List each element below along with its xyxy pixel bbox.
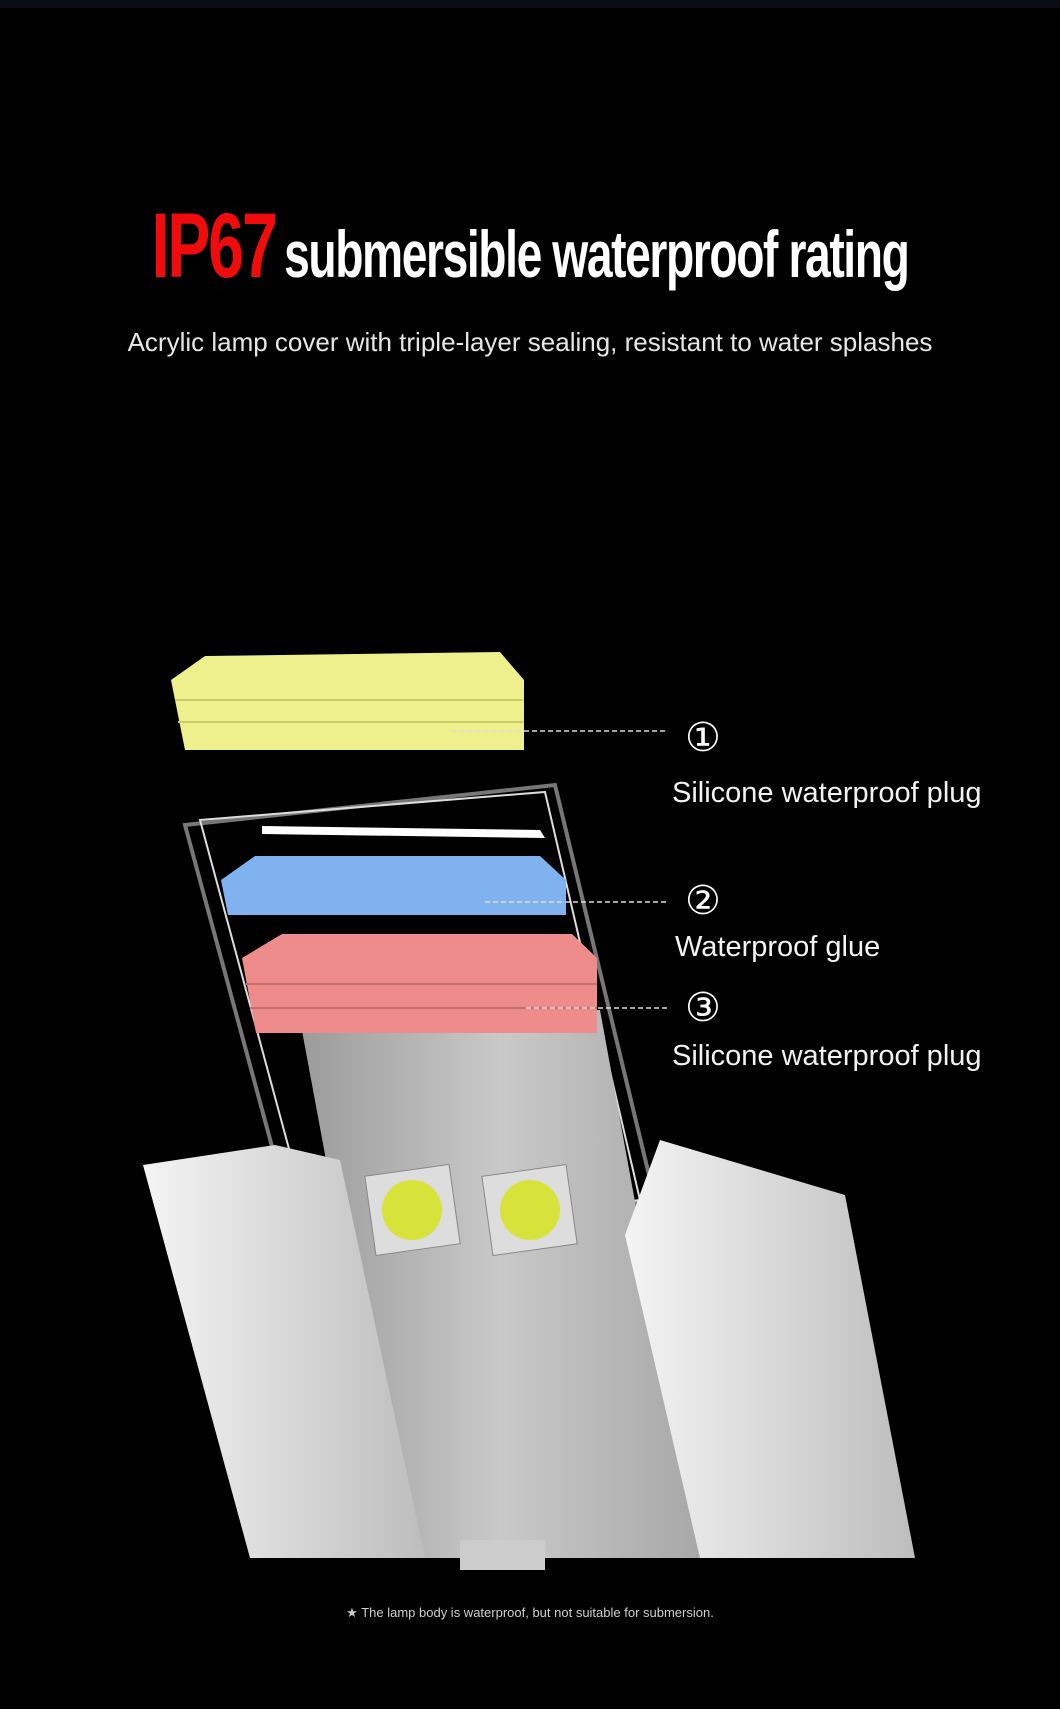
led-panel [300,1010,700,1558]
callout-number-3: ③ [685,986,721,1030]
housing-right [625,1140,915,1558]
leader-lines [452,730,667,1009]
callout-label-1: Silicone waterproof plug [672,777,982,809]
subtitle: Acrylic lamp cover with triple-layer sea… [127,327,933,357]
led-modules [364,1163,578,1570]
footnote: ★ The lamp body is waterproof, but not s… [346,1605,714,1620]
white-seal [262,826,545,838]
pink-silicone-plug [242,934,597,1033]
callout-label-2: Waterproof glue [675,931,881,963]
yellow-silicone-plug [171,652,524,750]
title-text: submersible waterproof rating [284,217,910,291]
callout-number-2: ② [685,879,721,923]
housing-left [143,1145,425,1558]
callout-number-1: ① [685,716,721,760]
rating-badge: IP67 [151,195,278,297]
callout-label-3: Silicone waterproof plug [672,1040,982,1072]
blue-waterproof-glue [221,856,566,915]
top-border [0,0,1060,8]
